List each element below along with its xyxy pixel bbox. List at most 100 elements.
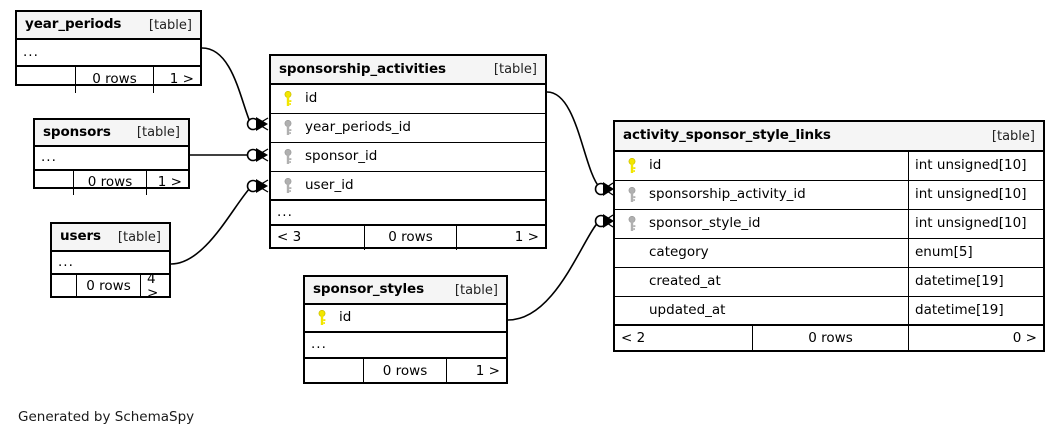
footer-next-count[interactable]: 1 > (475, 362, 500, 379)
column-type: int unsigned[10] (908, 210, 1043, 238)
table-header: sponsors [table] (35, 120, 188, 147)
footer-prev-count[interactable] (17, 67, 75, 93)
column-name-cell: updated_at (615, 304, 908, 318)
column-row-id[interactable]: id int unsigned[10] (615, 152, 1043, 181)
table-header: sponsorship_activities [table] (271, 56, 545, 85)
column-name-cell: id (615, 158, 908, 174)
hidden-columns-ellipsis: ... (17, 40, 200, 67)
table-sponsor-styles[interactable]: sponsor_styles [table] id ... 0 rows (303, 275, 508, 384)
primary-key-icon (311, 310, 333, 326)
schemaspy-credit: Generated by SchemaSpy (18, 409, 195, 425)
column-label: sponsor_id (305, 149, 378, 165)
column-name-cell: created_at (615, 275, 908, 289)
foreign-key-icon (277, 149, 299, 165)
column-name-cell: id (271, 91, 545, 107)
table-header: activity_sponsor_style_links [table] (615, 122, 1043, 152)
column-row-updated-at[interactable]: updated_at datetime[19] (615, 297, 1043, 326)
column-label: id (339, 310, 352, 326)
footer-row-count: 0 rows (75, 67, 154, 93)
column-label: created_at (649, 275, 721, 289)
table-sponsorship-activities[interactable]: sponsorship_activities [table] id (269, 54, 547, 250)
column-row-category[interactable]: category enum[5] (615, 239, 1043, 268)
footer-next-count[interactable]: 0 > (1012, 329, 1037, 346)
column-type: datetime[19] (908, 297, 1043, 324)
table-name: users (60, 228, 101, 245)
table-header: sponsor_styles [table] (305, 277, 506, 305)
column-type: enum[5] (908, 239, 1043, 267)
footer-row-count: 0 rows (752, 326, 909, 351)
column-row-sponsorship-activity-id[interactable]: sponsorship_activity_id int unsigned[10] (615, 181, 1043, 210)
footer-row-count: 0 rows (363, 359, 447, 384)
table-type-tag: [table] (136, 125, 180, 140)
footer-prev-count[interactable]: < 2 (621, 329, 646, 346)
table-name: sponsors (43, 123, 111, 140)
footer-next-count[interactable]: 1 > (169, 71, 194, 88)
primary-key-icon (277, 91, 299, 107)
footer-prev-count[interactable] (35, 171, 73, 195)
table-footer: 0 rows 1 > (35, 171, 188, 195)
footer-row-count: 0 rows (73, 171, 147, 195)
column-row-id[interactable]: id (305, 305, 506, 333)
column-name-cell: id (305, 310, 506, 326)
primary-key-icon (621, 158, 643, 174)
footer-prev-count[interactable] (52, 275, 76, 298)
table-footer: 0 rows 1 > (17, 67, 200, 93)
column-row-id[interactable]: id (271, 85, 545, 114)
column-label: sponsorship_activity_id (649, 187, 806, 203)
table-activity-sponsor-style-links[interactable]: activity_sponsor_style_links [table] id … (613, 120, 1045, 352)
table-year-periods[interactable]: year_periods [table] ... 0 rows 1 > (15, 10, 202, 93)
column-name-cell: sponsor_style_id (615, 216, 908, 232)
table-footer: < 2 0 rows 0 > (615, 326, 1043, 351)
table-type-tag: [table] (493, 62, 537, 77)
table-footer: < 3 0 rows 1 > (271, 226, 545, 250)
edge-year-periods-to-activities (201, 47, 251, 123)
column-row-user-id[interactable]: user_id (271, 172, 545, 201)
foreign-key-icon (621, 216, 643, 232)
footer-next-count[interactable]: 4 > (147, 275, 159, 298)
column-name-cell: year_periods_id (271, 120, 545, 136)
table-type-tag: [table] (148, 17, 192, 33)
table-type-tag: [table] (454, 282, 498, 298)
edge-users-to-activities (170, 187, 251, 265)
table-users[interactable]: users [table] ... 0 rows 4 > (50, 222, 171, 298)
foreign-key-icon (277, 120, 299, 136)
footer-next-count[interactable]: 1 > (157, 174, 182, 191)
footer-next-count[interactable]: 1 > (514, 229, 539, 246)
footer-prev-count[interactable] (305, 359, 363, 384)
column-name-cell: sponsorship_activity_id (615, 187, 908, 203)
table-name: sponsor_styles (313, 281, 425, 298)
column-label: sponsor_style_id (649, 216, 761, 232)
table-header: year_periods [table] (17, 12, 200, 40)
column-label: category (649, 246, 709, 260)
table-name: activity_sponsor_style_links (623, 127, 831, 144)
table-type-tag: [table] (991, 128, 1035, 144)
foreign-key-icon (277, 177, 299, 194)
column-row-created-at[interactable]: created_at datetime[19] (615, 268, 1043, 297)
hidden-columns-ellipsis: ... (52, 252, 169, 275)
table-sponsors[interactable]: sponsors [table] ... 0 rows 1 > (33, 118, 190, 195)
footer-row-count: 0 rows (76, 275, 141, 298)
table-name: sponsorship_activities (279, 60, 446, 77)
footer-row-count: 0 rows (364, 226, 457, 250)
column-row-sponsor-style-id[interactable]: sponsor_style_id int unsigned[10] (615, 210, 1043, 239)
foreign-key-icon (621, 187, 643, 203)
table-header: users [table] (52, 224, 169, 252)
table-footer: 0 rows 4 > (52, 275, 169, 298)
hidden-columns-ellipsis: ... (305, 333, 506, 359)
hidden-columns-ellipsis: ... (35, 147, 188, 171)
column-row-sponsor-id[interactable]: sponsor_id (271, 143, 545, 172)
column-label: id (305, 91, 318, 107)
table-type-tag: [table] (117, 229, 161, 245)
column-name-cell: user_id (271, 177, 545, 194)
column-type: int unsigned[10] (908, 181, 1043, 209)
column-name-cell: sponsor_id (271, 149, 545, 165)
footer-prev-count[interactable]: < 3 (277, 229, 302, 246)
column-label: year_periods_id (305, 120, 411, 136)
hidden-columns-ellipsis: ... (271, 201, 545, 226)
edge-activities-to-links (546, 91, 601, 189)
column-label: user_id (305, 177, 354, 193)
column-row-year-periods-id[interactable]: year_periods_id (271, 114, 545, 143)
column-label: id (649, 158, 662, 174)
column-label: updated_at (649, 303, 726, 318)
